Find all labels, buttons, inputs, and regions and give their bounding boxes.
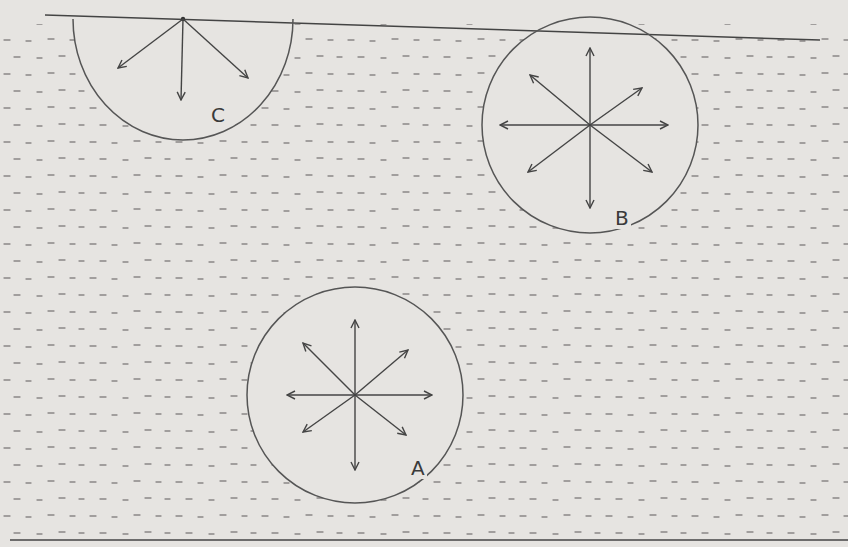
sphere-interiors: [73, 17, 698, 503]
sphere-outline: [482, 17, 698, 233]
molecule-sphere: A: [247, 287, 463, 503]
molecule-sphere: B: [482, 17, 698, 233]
sphere-label: B: [613, 207, 631, 229]
container-bottom: [10, 539, 848, 541]
sphere-outline-path: [247, 287, 463, 503]
sphere-outline-path: [482, 17, 698, 233]
sphere-outline: [73, 19, 293, 140]
sphere-label: A: [409, 457, 427, 479]
sphere-label: C: [209, 104, 227, 126]
sphere-outline: [247, 287, 463, 503]
sphere-outline-path: [73, 19, 293, 140]
force-arrows: [118, 19, 668, 470]
molecule-sphere: C: [73, 19, 293, 140]
